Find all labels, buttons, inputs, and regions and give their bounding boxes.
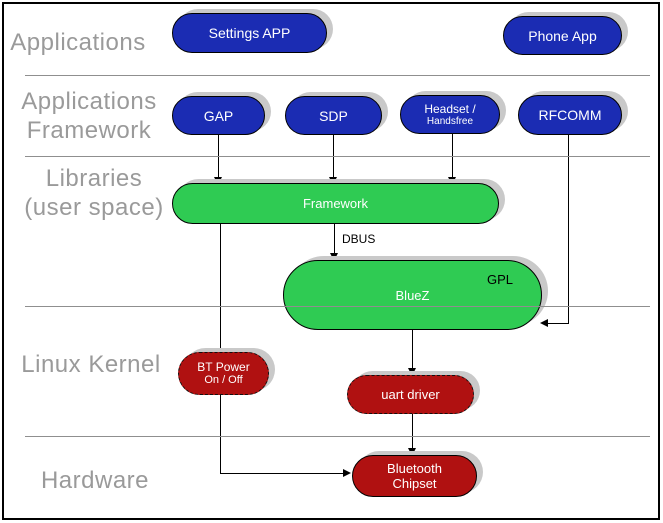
edge-label-dbus: DBUS <box>342 232 376 246</box>
node-sdp: SDP <box>285 96 382 135</box>
node-label-line: Bluetooth <box>387 461 442 476</box>
node-settings-app: Settings APP <box>172 13 327 53</box>
arrowhead-bluez-uart <box>408 368 416 376</box>
node-uart-driver: uart driver <box>347 375 474 414</box>
arrowhead-rfcomm-bluez <box>540 319 548 327</box>
arrowhead-gap-framework <box>214 177 222 185</box>
node-rfcomm: RFCOMM <box>518 95 622 135</box>
node-bt-power: BT Power On / Off <box>178 352 269 395</box>
layer-label-libraries: Libraries (user space) <box>8 164 180 222</box>
layer-label-line: Framework <box>26 117 152 144</box>
layer-label-applications-framework: Applications Framework <box>8 87 170 145</box>
edge-headset-framework <box>452 131 453 178</box>
node-bluez: GPL BlueZ <box>283 260 542 330</box>
node-bluetooth-chipset: Bluetooth Chipset <box>352 455 477 497</box>
layer-label-linux-kernel: Linux Kernel <box>21 351 161 378</box>
divider-libraries-kernel <box>25 306 650 307</box>
layer-label-line: Applications <box>21 88 157 115</box>
arrowhead-headset-framework <box>448 177 456 185</box>
node-gap: GAP <box>172 96 265 135</box>
edge-rfcomm-bluez-horizontal <box>548 323 569 324</box>
node-label: BlueZ <box>395 287 430 303</box>
divider-applications-framework <box>25 75 650 76</box>
node-phone-app: Phone App <box>503 16 622 55</box>
divider-framework-libraries <box>25 156 650 157</box>
node-label-line: Headset / <box>424 101 476 116</box>
edge-sdp-framework <box>333 133 334 178</box>
layer-label-line: (user space) <box>24 194 164 221</box>
node-label-line: BT Power <box>197 360 250 374</box>
edge-framework-chipset-vertical <box>220 222 221 473</box>
layer-label-applications: Applications <box>10 29 146 56</box>
edge-framework-bluez <box>334 222 335 254</box>
edge-framework-chipset-horizontal <box>220 473 344 474</box>
node-label-line: On / Off <box>204 374 243 386</box>
node-framework: Framework <box>172 183 499 224</box>
edge-gap-framework <box>218 133 219 178</box>
divider-kernel-hardware <box>25 436 650 437</box>
node-label-line: Chipset <box>392 476 437 491</box>
arrowhead-sdp-framework <box>329 177 337 185</box>
gpl-badge: GPL <box>486 272 513 287</box>
arrowhead-framework-chipset <box>343 469 351 477</box>
layer-label-line: Libraries <box>45 165 143 192</box>
layer-label-hardware: Hardware <box>40 467 150 494</box>
edge-rfcomm-bluez-vertical <box>568 133 569 324</box>
node-label-line: Handsfree <box>426 115 474 127</box>
node-headset-handsfree: Headset / Handsfree <box>400 95 500 134</box>
edge-uart-chipset <box>412 412 413 449</box>
arrowhead-framework-bluez <box>330 253 338 261</box>
edge-bluez-uart <box>412 328 413 369</box>
arrowhead-uart-chipset <box>408 448 416 456</box>
